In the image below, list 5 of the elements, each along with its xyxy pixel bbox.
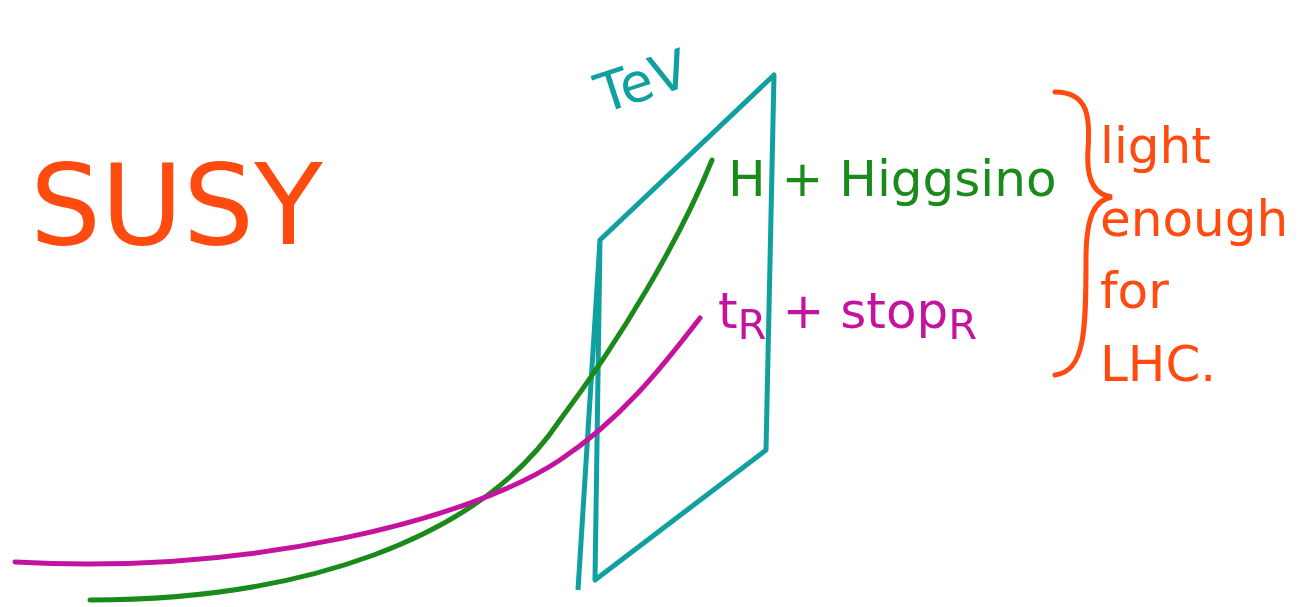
title-text: SUSY (30, 140, 323, 270)
curve-label: H + Higgsino (728, 150, 1057, 208)
curve-label: t$_{R}$ + stop$_{R}$ (718, 282, 978, 349)
note-text: light enough for LHC. (1100, 116, 1290, 395)
unit-label: TeV (587, 37, 697, 126)
